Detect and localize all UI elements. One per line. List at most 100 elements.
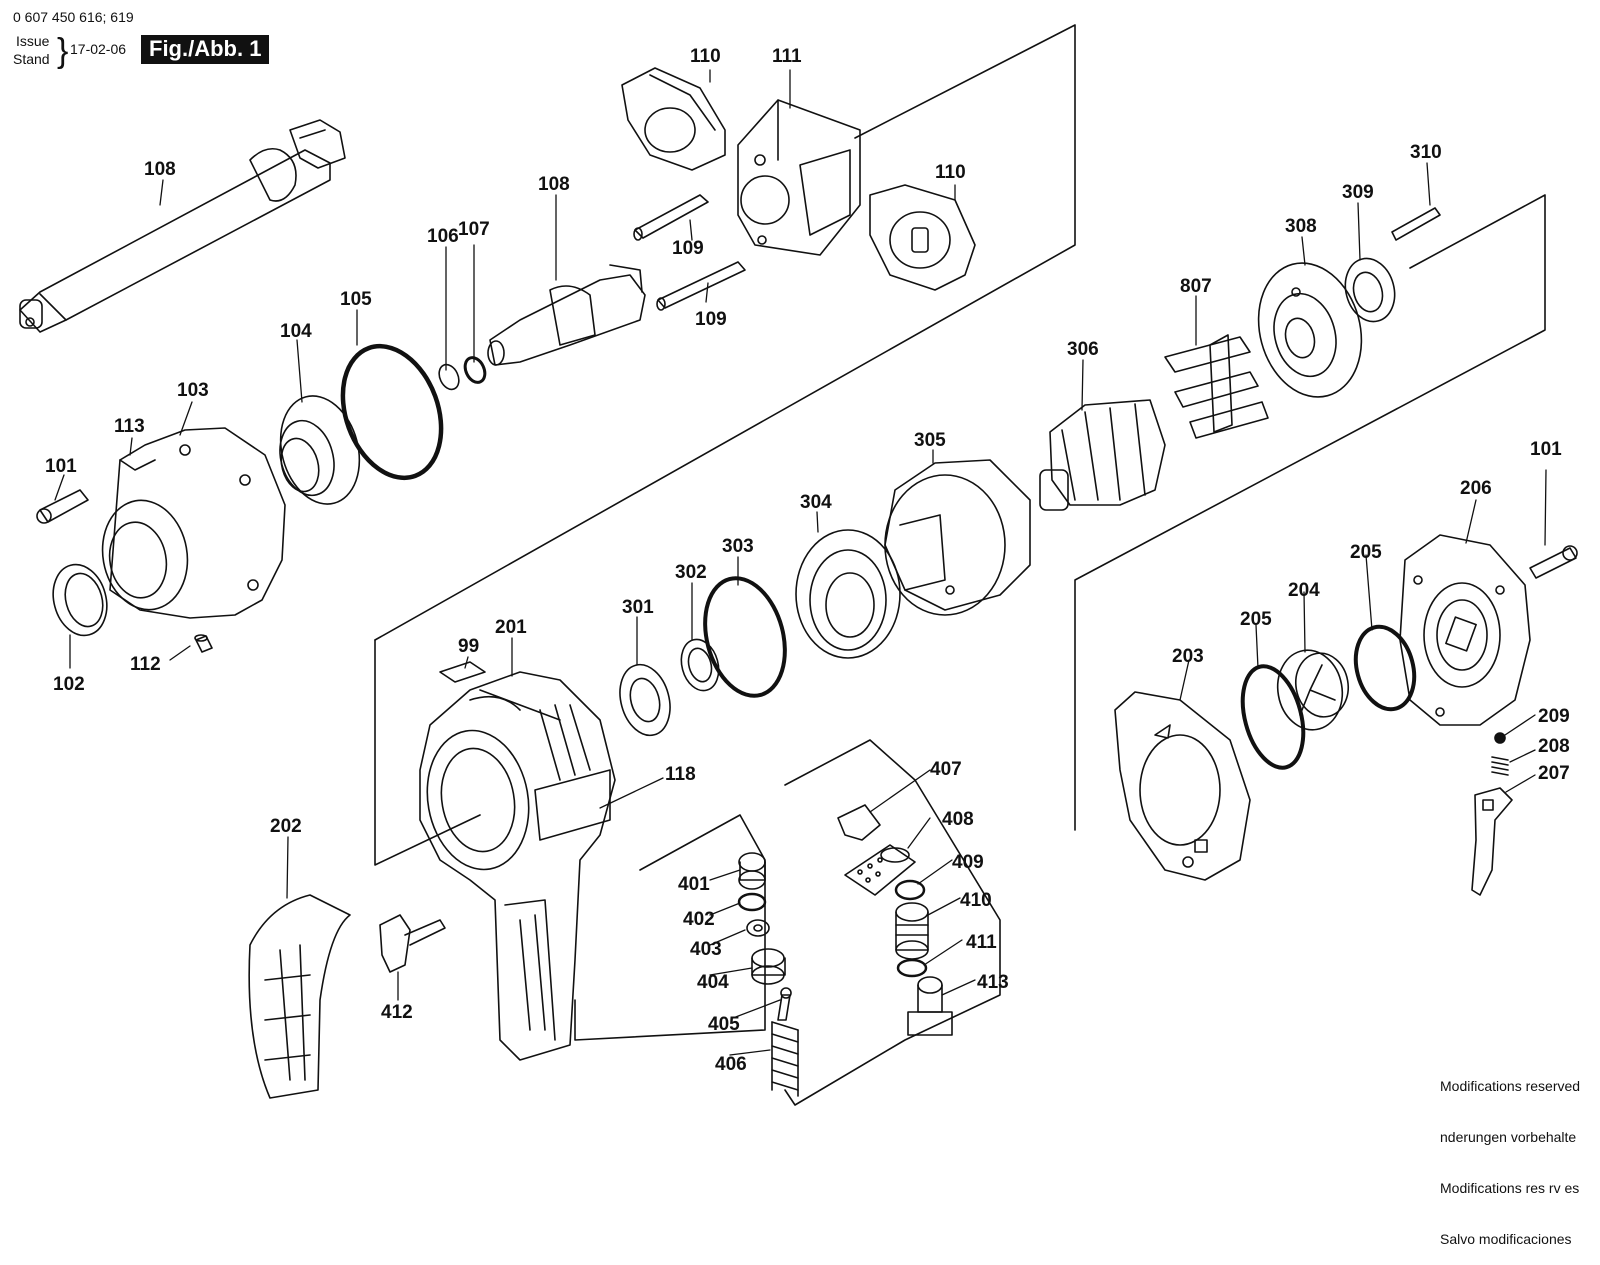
hammer-cage [737, 99, 861, 256]
callout-403: 403 [690, 939, 722, 960]
ball-209 [1494, 732, 1506, 744]
callout-107: 107 [458, 219, 490, 240]
callout-106: 106 [427, 226, 459, 247]
valve-stack [737, 852, 799, 1097]
callout-405: 405 [708, 1014, 740, 1035]
spacer-302 [680, 638, 720, 692]
callout-201: 201 [495, 617, 527, 638]
callout-206: 206 [1460, 478, 1492, 499]
callout-406: 406 [715, 1054, 747, 1075]
callout-108-anvil: 108 [538, 174, 570, 195]
rotor-vanes [1164, 334, 1269, 439]
footer-line-es: Salvo modificaciones [1440, 1231, 1572, 1247]
o-ring-107 [463, 356, 487, 384]
callout-305: 305 [914, 430, 946, 451]
anvil-shaft [19, 119, 346, 333]
back-cover-206 [1399, 534, 1531, 726]
callout-205-right: 205 [1350, 542, 1382, 563]
o-ring-409 [894, 879, 926, 901]
footer-line-en: Modifications reserved [1440, 1078, 1581, 1094]
callout-407: 407 [930, 759, 962, 780]
gasket-203 [1114, 691, 1251, 881]
callout-309: 309 [1342, 182, 1374, 203]
issue-date: 17-02-06 [70, 41, 127, 57]
callout-302: 302 [675, 562, 707, 583]
front-housing [101, 427, 286, 619]
grip-202 [248, 894, 351, 1099]
end-plate-308 [1257, 262, 1363, 398]
callout-807: 807 [1180, 276, 1212, 297]
group-boundary-valve [574, 739, 1001, 1106]
group-boundary-upper [374, 24, 1076, 641]
callout-101-left: 101 [45, 456, 77, 477]
callout-301: 301 [622, 597, 654, 618]
callout-410: 410 [960, 890, 992, 911]
callout-113: 113 [114, 416, 145, 437]
screw-101-right [1529, 545, 1578, 579]
callout-308: 308 [1285, 216, 1317, 237]
callout-labels: 108 110 111 110 108 106 107 109 109 105 … [45, 46, 1570, 1075]
group-boundary-motor [374, 194, 1546, 866]
spring-208 [1491, 756, 1509, 776]
callout-109-upper: 109 [672, 238, 704, 259]
exploded-view-diagram: 108 110 111 110 108 106 107 109 109 105 … [19, 24, 1578, 1106]
bushing-104 [279, 395, 361, 505]
air-inlet-410 [895, 902, 929, 960]
screw-101-left [36, 489, 89, 524]
footer-line-de: nderungen vorbehalte [1440, 1129, 1577, 1145]
callout-404: 404 [697, 972, 729, 993]
callout-104: 104 [280, 321, 312, 342]
callout-202: 202 [270, 816, 302, 837]
callout-109-lower: 109 [695, 309, 727, 330]
callout-409: 409 [952, 852, 984, 873]
o-ring-205-left [1240, 664, 1306, 770]
bearing-309 [1344, 257, 1396, 323]
part-number: 0 607 450 616; 619 [13, 9, 134, 25]
callout-306: 306 [1067, 339, 1099, 360]
retaining-ring-106 [438, 363, 460, 391]
callout-108-shaft: 108 [144, 159, 176, 180]
callout-205-left: 205 [1240, 609, 1272, 630]
callout-118: 118 [665, 764, 696, 785]
figure-badge: Fig./Abb. 1 [141, 35, 270, 64]
callout-103: 103 [177, 380, 209, 401]
callout-413: 413 [977, 972, 1009, 993]
hammer-lower [869, 184, 976, 291]
silencer-plate-408 [844, 844, 916, 896]
o-ring-205-right [1353, 624, 1417, 712]
reverse-valve-204 [1276, 649, 1350, 731]
o-ring-105 [340, 343, 444, 481]
stand-label: Stand [13, 51, 50, 67]
nameplate-99 [439, 661, 486, 683]
callout-99: 99 [458, 636, 479, 657]
callout-105: 105 [340, 289, 372, 310]
callout-207: 207 [1538, 763, 1570, 784]
trigger-412 [379, 914, 446, 973]
issue-label: Issue [16, 33, 50, 49]
leader-lines [54, 69, 1547, 1056]
brace: } [57, 32, 69, 70]
cylinder-305 [884, 459, 1031, 616]
rear-plate-304 [795, 529, 901, 659]
o-ring-411 [896, 958, 928, 978]
callout-401: 401 [678, 874, 710, 895]
callout-110-lower: 110 [935, 162, 966, 183]
callout-203: 203 [1172, 646, 1204, 667]
plug-112 [194, 634, 213, 653]
callout-112: 112 [130, 654, 161, 675]
callout-304: 304 [800, 492, 832, 513]
reverse-lever-207 [1471, 787, 1513, 896]
pin-310 [1391, 207, 1441, 241]
callout-111: 111 [772, 46, 802, 67]
callout-310: 310 [1410, 142, 1442, 163]
callout-102: 102 [53, 674, 85, 695]
callout-411: 411 [966, 932, 997, 953]
hammer-upper [621, 67, 726, 171]
callout-101-right: 101 [1530, 439, 1562, 460]
pins [633, 194, 746, 311]
footer-line-fr: Modifications res rv es [1440, 1180, 1580, 1196]
deflector-407 [837, 804, 881, 841]
callout-209: 209 [1538, 706, 1570, 727]
seal-102 [52, 563, 108, 637]
callout-412: 412 [381, 1002, 413, 1023]
